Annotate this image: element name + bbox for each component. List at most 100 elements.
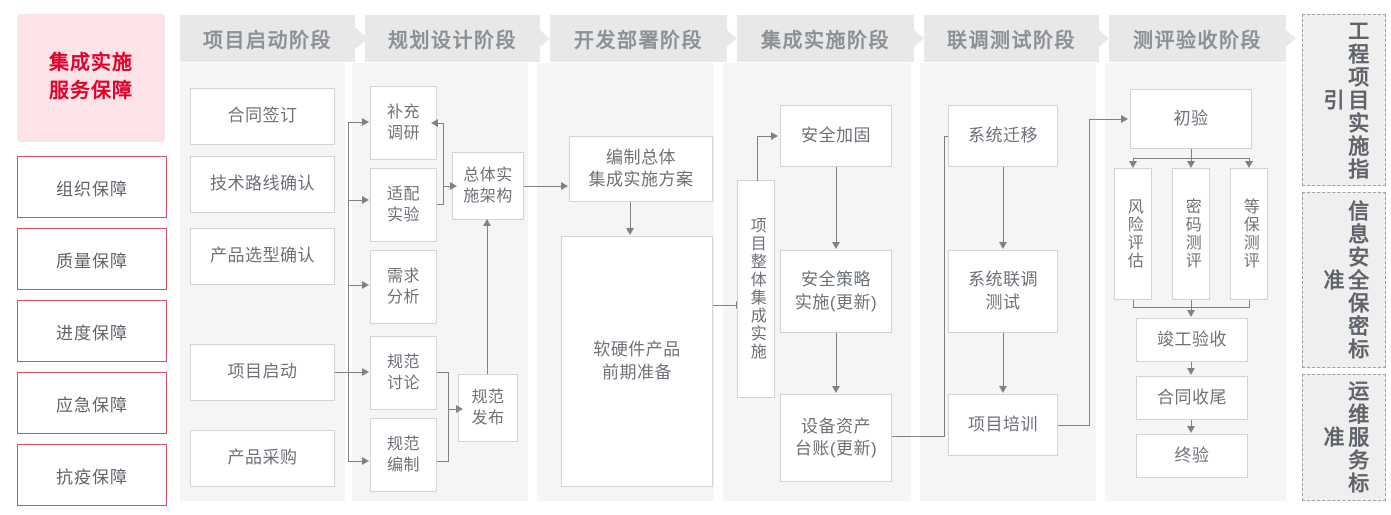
connector-bus-to-requirement — [348, 285, 363, 287]
connector-integration-up — [757, 136, 759, 181]
arrow-completion-closeout — [1186, 368, 1195, 375]
arrow-jointtest-training — [998, 386, 1007, 393]
connector-fanout-risk — [1133, 158, 1135, 162]
node-overall-architecture[interactable]: 总体实施架构 — [452, 152, 524, 220]
node-standard-discussion[interactable]: 规范讨论 — [370, 336, 437, 410]
connector-plan-to-preparation — [630, 202, 632, 229]
standard-label-operations: 运维服务标准 — [1321, 380, 1369, 495]
node-supplementary-research[interactable]: 补充调研 — [370, 86, 437, 160]
guarantee-item-quality[interactable]: 质量保障 — [17, 228, 167, 290]
connector-preparation-to-integration — [713, 305, 737, 307]
node-asset-ledger[interactable]: 设备资产台账(更新) — [780, 394, 892, 482]
guarantee-item-epidemic[interactable]: 抗疫保障 — [17, 444, 167, 506]
arrow-integration-hardening — [771, 131, 778, 140]
arrow-migration-jointtest — [998, 242, 1007, 249]
guarantee-item-emergency[interactable]: 应急保障 — [17, 372, 167, 434]
brand-title-box: 集成实施 服务保障 — [17, 14, 165, 142]
node-project-training[interactable]: 项目培训 — [948, 394, 1058, 456]
node-crypto-evaluation[interactable]: 密码测评 — [1172, 168, 1210, 300]
phase-header-integration[interactable]: 集成实施阶段 — [737, 15, 914, 62]
arrow-bus-discussion — [362, 367, 369, 376]
node-mlps-evaluation[interactable]: 等保测评 — [1230, 168, 1268, 300]
connector-adaptation-to-merge — [437, 204, 444, 206]
service-guarantee-panel: 集成实施 服务保障 组织保障 质量保障 进度保障 应急保障 抗疫保障 — [17, 14, 167, 506]
arrow-bus-supplement — [362, 117, 369, 126]
connector-merge-release-vert — [448, 372, 450, 461]
node-overall-integration[interactable]: 项目整体集成实施 — [737, 180, 775, 398]
node-standard-drafting[interactable]: 规范编制 — [370, 418, 437, 492]
connector-bus-to-supplement — [348, 122, 363, 124]
phase-header-initiation[interactable]: 项目启动阶段 — [180, 15, 355, 62]
node-final-acceptance[interactable]: 终验 — [1136, 434, 1248, 478]
connector-merge-to-completion — [1191, 300, 1193, 310]
standard-label-engineering: 工程项目实施指引 — [1321, 19, 1369, 181]
node-security-hardening[interactable]: 安全加固 — [780, 105, 892, 167]
arrow-preliminary-risk — [1128, 161, 1137, 168]
connector-ledger-right — [892, 436, 945, 438]
phase-header-acceptance[interactable]: 测评验收阶段 — [1109, 15, 1286, 62]
phase-header-planning[interactable]: 规划设计阶段 — [365, 15, 540, 62]
arrow-plan-preparation — [625, 228, 634, 235]
connector-mlps-down — [1249, 300, 1251, 308]
guarantee-item-organization[interactable]: 组织保障 — [17, 156, 167, 218]
node-adaptation-experiment[interactable]: 适配实验 — [370, 168, 437, 242]
connector-training-up — [1089, 119, 1091, 426]
connector-supplement-to-merge — [437, 123, 444, 125]
node-completion-acceptance[interactable]: 竣工验收 — [1136, 318, 1248, 362]
arrow-preliminary-crypto — [1186, 161, 1195, 168]
node-risk-assessment[interactable]: 风险评估 — [1114, 168, 1152, 300]
node-hw-sw-preparation[interactable]: 软硬件产品前期准备 — [561, 236, 713, 487]
node-system-migration[interactable]: 系统迁移 — [948, 105, 1058, 167]
connector-drafting-to-merge — [437, 461, 449, 463]
node-overall-plan-drafting[interactable]: 编制总体集成实施方案 — [569, 136, 713, 202]
arrow-hardening-policy — [831, 242, 840, 249]
standard-panel-engineering[interactable]: 工程项目实施指引 — [1302, 14, 1386, 186]
connector-risk-down — [1133, 300, 1135, 308]
connector-bus-to-adaptation — [348, 200, 363, 202]
arrow-merge-to-supplement — [431, 118, 438, 127]
connector-fanout-mlps — [1249, 158, 1251, 162]
connector-discussion-to-merge — [437, 372, 449, 374]
arrow-bus-requirement — [362, 280, 369, 289]
node-contract-signing[interactable]: 合同签订 — [190, 88, 335, 145]
guarantee-item-schedule[interactable]: 进度保障 — [17, 300, 167, 362]
connector-planning-bus — [348, 122, 350, 462]
standard-panel-operations[interactable]: 运维服务标准 — [1302, 374, 1386, 501]
connector-migration-to-jointtest — [1003, 167, 1005, 243]
connector-hardening-to-policy — [836, 167, 838, 243]
connector-merge-architecture-vert — [443, 123, 445, 205]
connector-closeout-to-final — [1191, 420, 1193, 426]
node-preliminary-acceptance[interactable]: 初验 — [1130, 89, 1252, 149]
connector-bus-to-drafting — [348, 461, 363, 463]
arrow-bus-drafting — [362, 456, 369, 465]
node-product-selection[interactable]: 产品选型确认 — [190, 228, 335, 285]
connector-merge-to-release — [448, 409, 457, 411]
node-standard-release[interactable]: 规范发布 — [458, 374, 518, 442]
connector-kickoff-to-bus — [335, 372, 349, 374]
connector-merge-to-architecture — [443, 186, 451, 188]
connector-release-to-architecture — [487, 226, 489, 374]
connector-to-preliminary — [1089, 119, 1122, 121]
standard-panel-security[interactable]: 信息安全保密标准 — [1302, 192, 1386, 368]
node-security-policy[interactable]: 安全策略实施(更新) — [780, 250, 892, 333]
node-requirement-analysis[interactable]: 需求分析 — [370, 250, 437, 324]
phase-header-development[interactable]: 开发部署阶段 — [550, 15, 727, 62]
node-tech-route-confirm[interactable]: 技术路线确认 — [190, 156, 335, 213]
standard-label-security: 信息安全保密标准 — [1321, 199, 1369, 361]
arrow-preliminary-mlps — [1244, 161, 1253, 168]
connector-fanout-crypto — [1191, 158, 1193, 162]
connector-preliminary-down — [1191, 149, 1193, 159]
arrow-policy-ledger — [831, 386, 840, 393]
arrow-evaluations-completion — [1186, 310, 1195, 317]
arrow-architecture-plan — [561, 181, 568, 190]
node-system-joint-test[interactable]: 系统联调测试 — [948, 250, 1058, 333]
arrow-training-preliminary — [1121, 114, 1128, 123]
node-product-purchase[interactable]: 产品采购 — [190, 430, 335, 487]
connector-ledger-up — [944, 136, 946, 437]
node-contract-closeout[interactable]: 合同收尾 — [1136, 376, 1248, 420]
phase-header-testing[interactable]: 联调测试阶段 — [924, 15, 1099, 62]
brand-title-line2: 服务保障 — [49, 80, 133, 102]
arrow-release-architecture — [482, 219, 491, 226]
arrow-merge-release — [456, 404, 463, 413]
node-project-kickoff[interactable]: 项目启动 — [190, 344, 335, 401]
